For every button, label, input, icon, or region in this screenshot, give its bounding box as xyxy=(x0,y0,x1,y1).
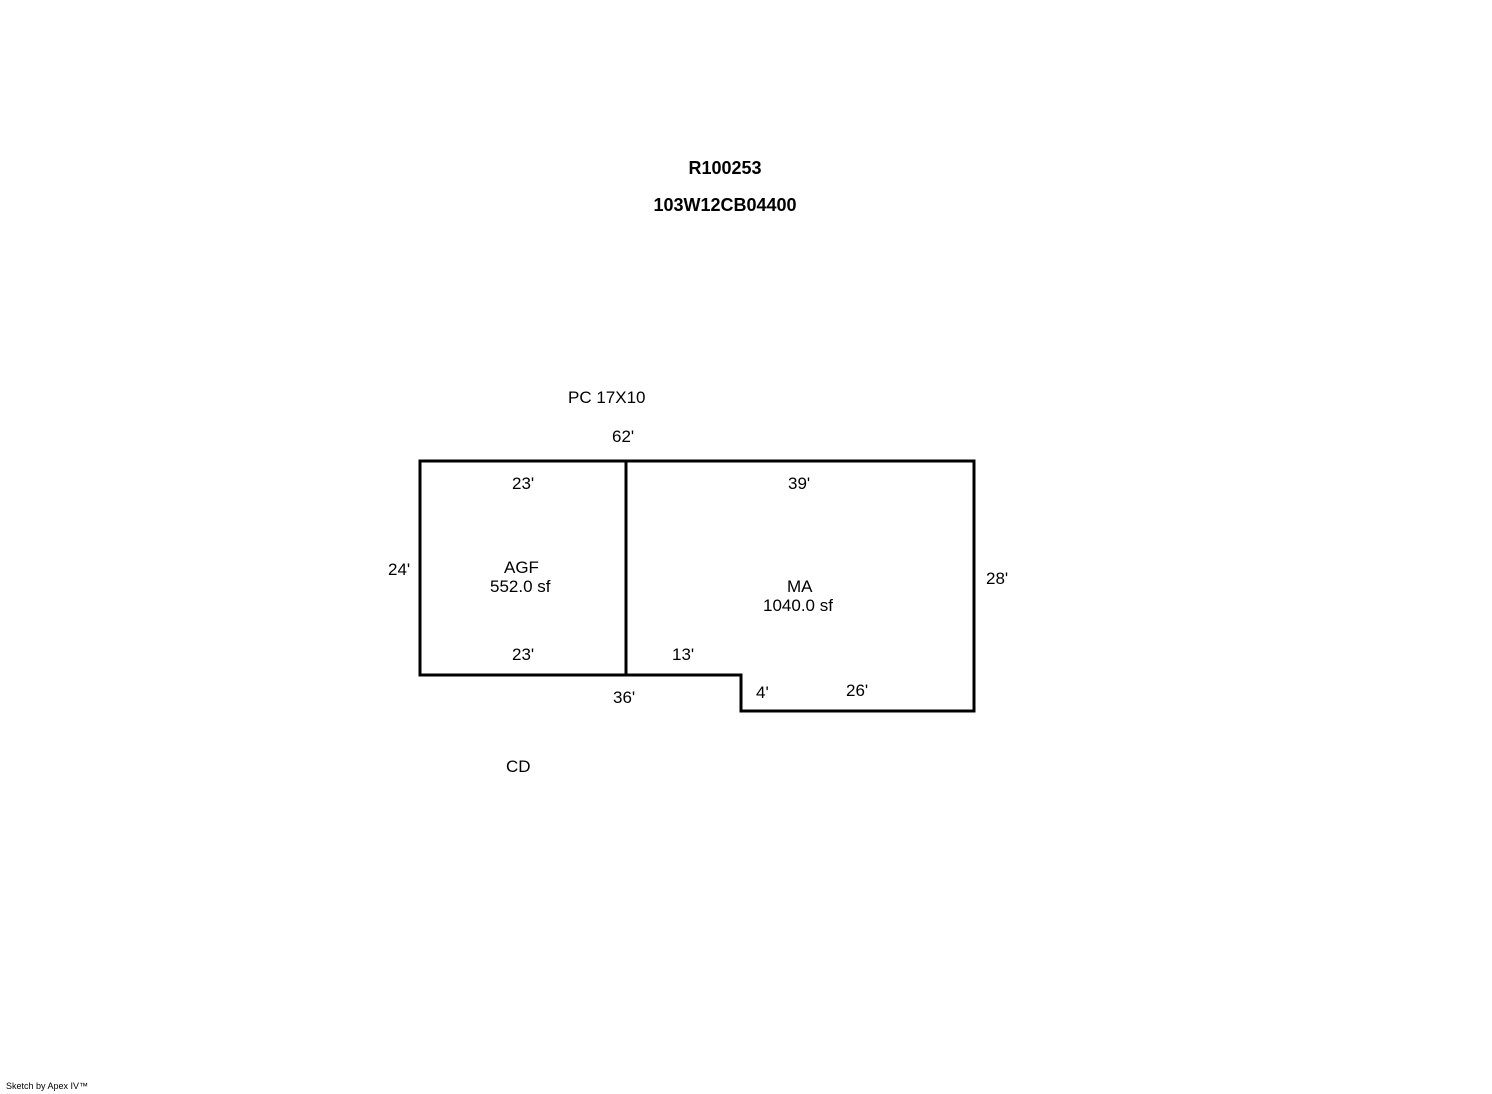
dim-right: 28' xyxy=(986,569,1008,588)
building-outline xyxy=(418,459,976,713)
dim-step-top: 13' xyxy=(672,645,694,664)
main-area: 1040.0 sf xyxy=(763,596,833,615)
deck-label: CD xyxy=(506,757,531,776)
dim-main-bottom: 26' xyxy=(846,681,868,700)
dim-garage-bottom: 23' xyxy=(512,645,534,664)
dim-top-total: 62' xyxy=(612,427,634,446)
dim-step-vertical: 4' xyxy=(756,683,769,702)
main-code: MA xyxy=(787,577,813,596)
garage-area: 552.0 sf xyxy=(490,577,551,596)
parcel-id: 103W12CB04400 xyxy=(653,195,797,215)
dim-garage-top: 23' xyxy=(512,474,534,493)
record-id: R100253 xyxy=(688,158,762,178)
porch-label: PC 17X10 xyxy=(568,388,646,407)
dim-bottom-total: 36' xyxy=(613,688,635,707)
dim-left: 24' xyxy=(388,560,410,579)
sketch-credit: Sketch by Apex IV™ xyxy=(6,1081,89,1091)
dim-main-top: 39' xyxy=(788,474,810,493)
garage-code: AGF xyxy=(504,558,539,577)
